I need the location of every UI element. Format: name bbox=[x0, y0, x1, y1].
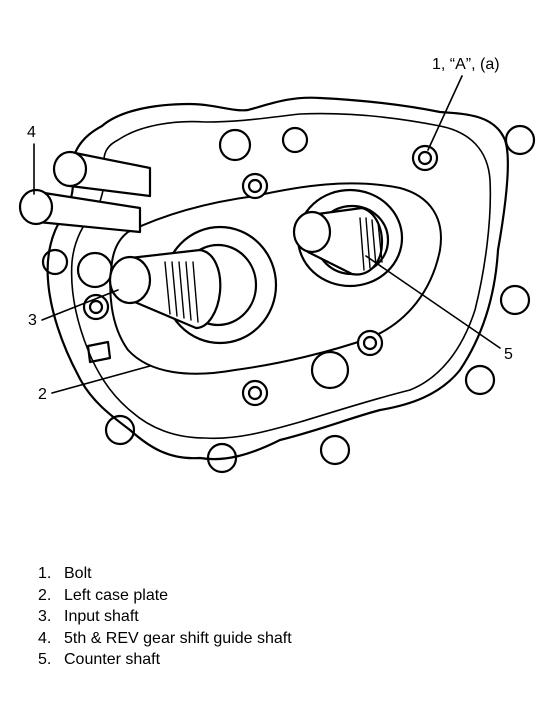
case-boss-ear bbox=[504, 124, 536, 156]
legend-text: Input shaft bbox=[64, 608, 139, 625]
transmission-case-outline bbox=[46, 96, 509, 461]
legend-text: 5th & REV gear shift guide shaft bbox=[64, 629, 292, 647]
parts-legend: 1. Bolt 2. Left case plate 3. Input shaft 4… bbox=[38, 563, 292, 671]
legend-item: 5. Counter shaft bbox=[38, 649, 292, 671]
callout-3: 3 bbox=[28, 312, 37, 329]
counter-shaft-splines bbox=[359, 217, 383, 271]
bolt bbox=[356, 329, 384, 357]
legend-item: 4. 5th & REV gear shift guide shaft bbox=[38, 628, 292, 650]
case-boss-ear bbox=[464, 364, 496, 396]
transmission-left-case-diagram bbox=[18, 75, 536, 474]
legend-text: Counter shaft bbox=[64, 651, 161, 668]
legend-number: 3. bbox=[38, 608, 52, 625]
bolt bbox=[411, 144, 439, 172]
callout-2: 2 bbox=[38, 386, 47, 403]
case-boss-ear bbox=[310, 350, 350, 390]
shift-guide-shaft bbox=[18, 150, 152, 234]
callout-1: 1, “A”, (a) bbox=[432, 56, 500, 73]
case-boss-ear bbox=[41, 248, 69, 276]
counter-shaft-end bbox=[292, 210, 332, 254]
left-case-plate bbox=[109, 182, 442, 375]
case-boss-ear bbox=[206, 442, 238, 474]
case-boss-ear bbox=[499, 284, 531, 316]
input-shaft-end bbox=[108, 255, 152, 305]
legend-text: Left case plate bbox=[64, 586, 169, 604]
legend-text: Bolt bbox=[64, 565, 92, 582]
legend-item: 3. Input shaft bbox=[38, 606, 292, 628]
case-boss-ear bbox=[76, 251, 114, 289]
legend-number: 1. bbox=[38, 565, 52, 582]
case-boss-ear bbox=[281, 126, 309, 154]
bolt bbox=[241, 379, 269, 407]
bolt bbox=[241, 172, 269, 200]
callout-4: 4 bbox=[27, 124, 36, 141]
legend-number: 5. bbox=[38, 651, 52, 668]
legend-item: 2. Left case plate bbox=[38, 585, 292, 607]
input-shaft-splines bbox=[164, 261, 199, 323]
legend-number: 2. bbox=[38, 586, 52, 604]
case-boss-ear bbox=[218, 128, 252, 162]
case-dowel bbox=[86, 340, 112, 364]
legend-item: 1. Bolt bbox=[38, 563, 292, 585]
case-boss-ear bbox=[104, 414, 136, 446]
callout-5: 5 bbox=[504, 346, 513, 363]
case-boss-ear bbox=[319, 434, 351, 466]
leader-lines bbox=[33, 75, 501, 394]
legend-number: 4. bbox=[38, 629, 52, 647]
case-flange-line bbox=[70, 112, 492, 440]
